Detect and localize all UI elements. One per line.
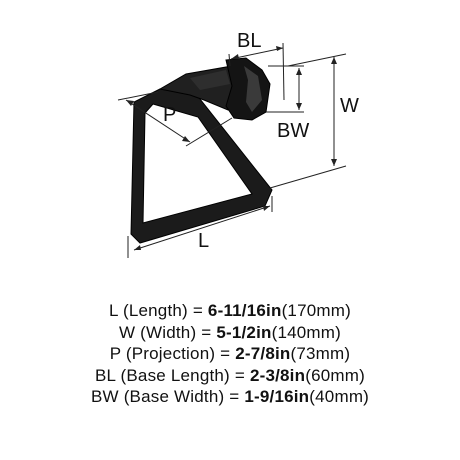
- l-arrow-left: [134, 245, 141, 250]
- spec-equals: =: [229, 387, 240, 406]
- spec-abbr: P: [109, 344, 121, 363]
- spec-row-width: W (Width) = 5-1/2in(140mm): [0, 322, 460, 344]
- spec-metric: (73mm): [290, 344, 351, 363]
- w-extension-top: [287, 53, 347, 67]
- spec-metric: (170mm): [281, 301, 351, 320]
- w-extension-bottom: [269, 165, 347, 189]
- bl-arrow-left: [231, 54, 239, 59]
- spec-equals: =: [220, 344, 231, 363]
- bw-arrow-bottom: [296, 103, 302, 110]
- p-extension-right: [185, 117, 233, 147]
- spec-abbr: BW: [90, 387, 119, 406]
- w-arrow-bottom: [331, 159, 337, 166]
- p-arrow-left: [126, 100, 134, 106]
- bl-label: BL: [237, 30, 261, 52]
- arm-highlight: [190, 70, 230, 90]
- l-arrow-right: [263, 206, 270, 211]
- bl-extension-left: [228, 53, 231, 67]
- spec-value: 2-3/8in: [249, 365, 306, 385]
- spec-name: (Length): [122, 301, 188, 320]
- spec-value: 1-9/16in: [244, 387, 310, 406]
- spec-metric: (60mm): [305, 365, 365, 385]
- spec-metric: (140mm): [271, 322, 342, 342]
- w-arrow-top: [331, 57, 337, 64]
- l-dimension-line: [133, 205, 271, 251]
- dimension-specs: L (Length) = 6-11/16in(170mm) W (Width) …: [0, 300, 460, 408]
- spec-name: (Base Width): [123, 387, 225, 406]
- spec-equals: =: [201, 322, 212, 342]
- spec-row-projection: P (Projection) = 2-7/8in(73mm): [0, 343, 460, 365]
- towel-ring-frame: [130, 88, 273, 244]
- spec-equals: =: [234, 365, 245, 385]
- spec-abbr: W: [118, 322, 136, 342]
- spec-value: 6-11/16in: [207, 301, 282, 320]
- spec-value: 2-7/8in: [235, 344, 291, 363]
- spec-row-base-length: BL (Base Length) = 2-3/8in(60mm): [0, 365, 460, 387]
- spec-metric: (40mm): [309, 387, 370, 406]
- spec-name: (Base Length): [120, 365, 230, 385]
- towel-ring-product: [130, 57, 273, 244]
- spec-abbr: BL: [95, 365, 116, 385]
- spec-value: 5-1/2in: [216, 322, 272, 342]
- spec-name: (Projection): [125, 344, 216, 363]
- spec-row-base-width: BW (Base Width) = 1-9/16in(40mm): [0, 386, 460, 408]
- p-extension-left: [117, 91, 159, 101]
- p-arrow-right: [182, 136, 190, 142]
- bl-dimension-line: [230, 47, 284, 60]
- p-label: P: [163, 104, 176, 126]
- dimension-lines: [117, 42, 347, 258]
- dimension-arrows: [126, 46, 337, 250]
- spec-row-length: L (Length) = 6-11/16in(170mm): [0, 300, 460, 322]
- bw-arrow-top: [296, 68, 302, 75]
- spec-name: (Width): [140, 322, 197, 342]
- p-dimension-line: [125, 99, 191, 143]
- dimension-labels: BL BW W P L: [163, 30, 359, 252]
- w-label: W: [340, 95, 359, 117]
- bl-arrow-right: [276, 46, 283, 51]
- spec-abbr: L: [109, 301, 119, 320]
- bl-extension-right: [282, 42, 285, 101]
- bw-label: BW: [277, 120, 309, 142]
- towel-ring-dimension-drawing: BL BW W P L: [117, 30, 359, 258]
- l-label: L: [198, 230, 209, 252]
- spec-equals: =: [192, 301, 203, 320]
- base-highlight: [244, 66, 262, 112]
